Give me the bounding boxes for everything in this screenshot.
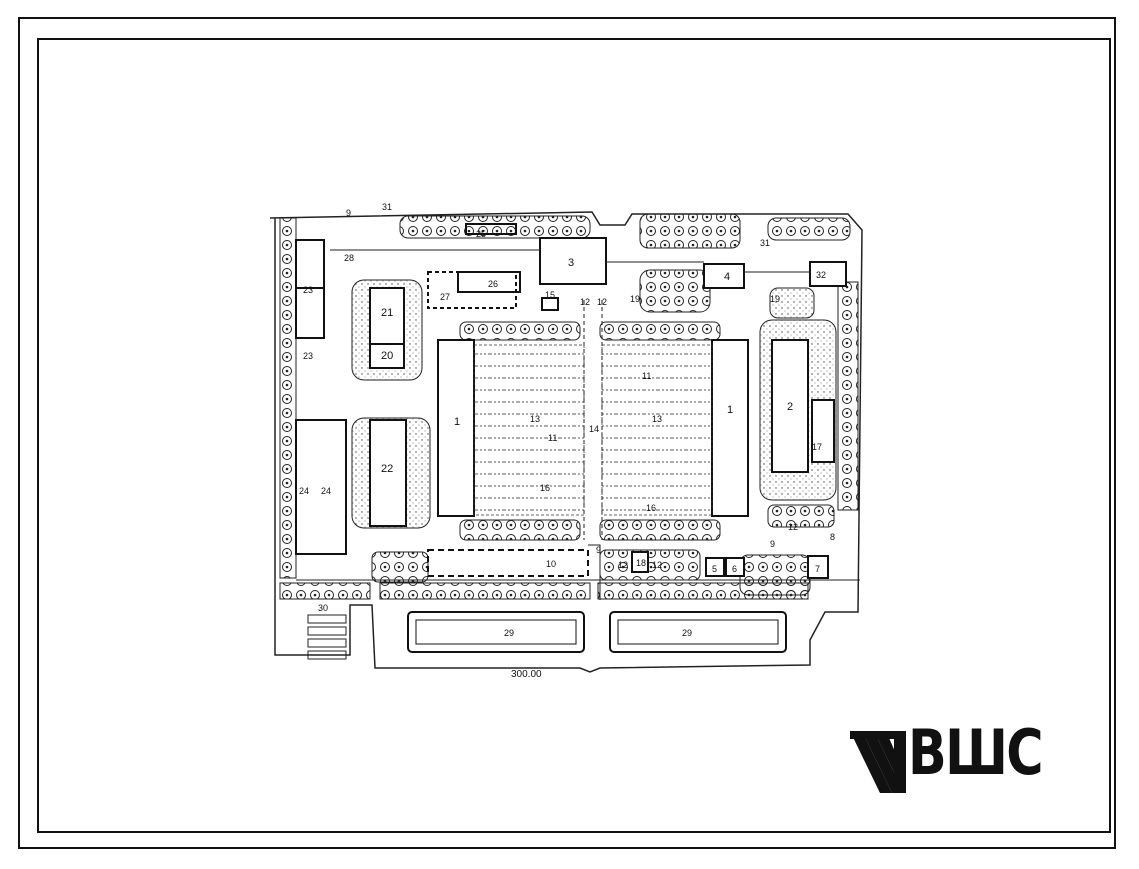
dimension-label: 300.00 [511, 669, 542, 680]
tree-belts [279, 213, 859, 600]
label-2: 2 [787, 401, 793, 413]
label-23-a: 23 [303, 285, 313, 295]
buildings [295, 223, 847, 579]
label-1-right: 1 [727, 404, 733, 416]
label-16-a: 16 [540, 483, 550, 493]
label-10: 10 [546, 559, 556, 569]
label-9-bottom: 9 [596, 545, 601, 555]
logo-symbol-icon [850, 731, 906, 793]
label-22: 22 [381, 463, 393, 475]
label-14: 14 [589, 424, 599, 434]
label-29-b: 29 [682, 628, 692, 638]
label-13-b: 13 [652, 414, 662, 424]
label-4: 4 [724, 271, 730, 283]
label-19-b: 19 [770, 294, 780, 304]
label-23-b: 23 [303, 351, 313, 361]
plan-labels: 1 1 2 3 4 5 6 7 8 9 9 9 10 11 11 12 12 1… [299, 202, 835, 680]
label-12-d: 12 [652, 560, 662, 570]
lawns [351, 279, 837, 529]
label-24-a: 24 [299, 486, 309, 496]
label-19-a: 19 [630, 294, 640, 304]
label-8: 8 [830, 532, 835, 542]
label-9-top: 9 [346, 208, 351, 218]
inner-frame [37, 38, 1111, 833]
logo-text: ВШС [908, 716, 1044, 789]
vshs-logo: ЖГ [850, 731, 906, 793]
label-5: 5 [712, 564, 717, 574]
label-12-b: 12 [597, 297, 607, 307]
label-24-b: 24 [321, 486, 331, 496]
central-passage [583, 300, 603, 540]
label-7: 7 [815, 564, 820, 574]
label-27: 27 [440, 292, 450, 302]
storage-29 [407, 611, 787, 653]
label-31-a: 31 [382, 202, 392, 212]
barn-left [437, 339, 585, 517]
barn-right [601, 339, 749, 517]
label-29-a: 29 [504, 628, 514, 638]
roads [296, 249, 860, 600]
label-30: 30 [318, 603, 328, 613]
label-12-e: 12 [788, 522, 798, 532]
label-31-b: 31 [760, 238, 770, 248]
label-21: 21 [381, 307, 393, 319]
label-11-a: 11 [642, 371, 651, 381]
label-20: 20 [381, 350, 393, 362]
label-11-b: 11 [548, 433, 557, 443]
label-9-right: 9 [770, 539, 775, 549]
label-32: 32 [816, 270, 826, 280]
site-boundary [269, 211, 863, 673]
label-26: 26 [488, 279, 498, 289]
label-12-c: 12 [618, 560, 628, 570]
outer-frame [18, 17, 1116, 849]
label-18: 18 [636, 558, 646, 568]
parking-30 [307, 614, 347, 660]
label-25: 25 [476, 229, 486, 239]
label-3: 3 [568, 257, 574, 269]
label-28: 28 [344, 253, 354, 263]
label-6: 6 [732, 564, 737, 574]
label-17: 17 [812, 442, 822, 452]
label-1-left: 1 [454, 416, 460, 428]
label-16-b: 16 [646, 503, 656, 513]
label-12-a: 12 [580, 297, 590, 307]
label-13-a: 13 [530, 414, 540, 424]
label-15: 15 [545, 290, 555, 300]
